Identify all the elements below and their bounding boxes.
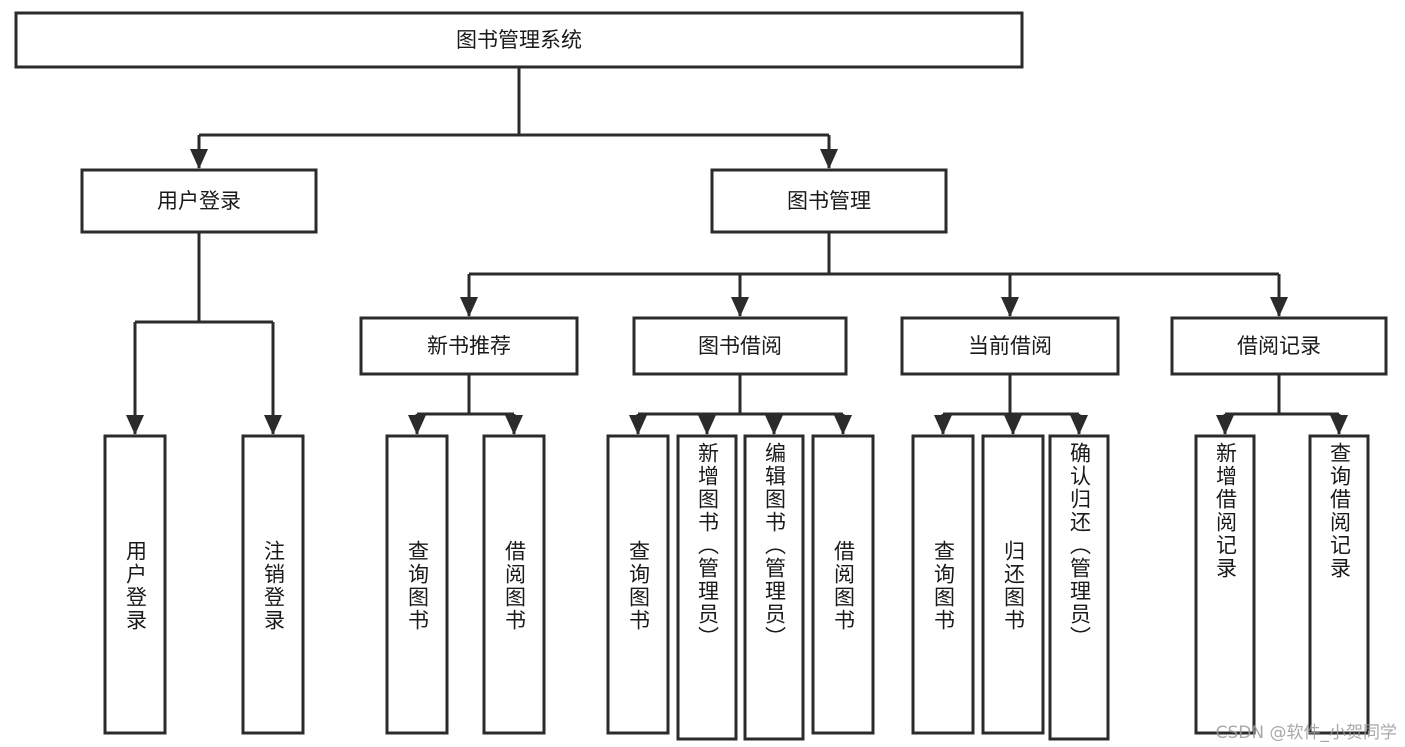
arrow-leaf-query-book-3 [934,415,952,435]
node-box-leaf-query-book-1[interactable] [385,434,449,735]
arrow-leaf-add-borrow-record [1216,415,1234,435]
node-label-root: 图书管理系统 [456,28,582,52]
arrow-leaf-return-book [1004,415,1022,435]
node-box-leaf-return-book[interactable] [981,434,1045,735]
arrow-leaf-query-book-1 [408,415,426,435]
arrow-user-login [190,149,208,169]
node-box-leaf-user-login[interactable] [103,434,167,735]
arrow-leaf-user-login [126,415,144,435]
node-box-leaf-borrow-book-2[interactable] [811,434,875,735]
node-box-leaf-query-book-3[interactable] [911,434,975,735]
node-box-leaf-confirm-return-admin[interactable] [1048,434,1110,741]
node-box-book-borrow[interactable] [632,316,848,376]
node-box-leaf-add-borrow-record[interactable] [1194,434,1256,735]
arrow-leaf-query-book-2 [629,415,647,435]
node-box-leaf-borrow-book-1[interactable] [482,434,546,735]
arrow-leaf-logout-login [264,415,282,435]
arrow-leaf-query-borrow-record [1330,415,1348,435]
arrow-book-borrow [731,297,749,317]
node-label-borrow-record: 借阅记录 [1237,334,1321,358]
node-box-leaf-edit-book-admin[interactable] [743,434,805,741]
node-box-leaf-query-book-2[interactable] [606,434,670,735]
node-box-leaf-add-book-admin[interactable] [676,434,738,741]
node-box-leaf-logout-login[interactable] [241,434,305,735]
node-box-user-login[interactable] [80,168,318,234]
node-box-leaf-query-borrow-record[interactable] [1308,434,1370,735]
node-box-current-borrow[interactable] [900,316,1120,376]
arrow-current-borrow [1001,297,1019,317]
csdn-watermark: CSDN @软件_小贺同学 [1215,723,1397,743]
arrow-new-book-recommend [460,297,478,317]
node-label-new-book-recommend: 新书推荐 [427,334,511,358]
node-box-borrow-record[interactable] [1170,316,1388,376]
node-label-user-login: 用户登录 [157,189,241,213]
arrow-borrow-record [1270,297,1288,317]
arrow-leaf-borrow-book-1 [505,415,523,435]
node-box-root[interactable] [14,11,1024,69]
arrow-book-manage [820,149,838,169]
node-box-book-manage[interactable] [710,168,948,234]
node-label-book-borrow: 图书借阅 [698,334,782,358]
arrow-leaf-borrow-book-2 [834,415,852,435]
node-box-new-book-recommend[interactable] [359,316,579,376]
arrow-leaf-add-book-admin [698,415,716,435]
arrow-leaf-edit-book-admin [765,415,783,435]
node-label-book-manage: 图书管理 [787,189,871,213]
node-label-current-borrow: 当前借阅 [968,334,1052,358]
arrow-leaf-confirm-return-admin [1070,415,1088,435]
edges-layer [126,67,1348,435]
